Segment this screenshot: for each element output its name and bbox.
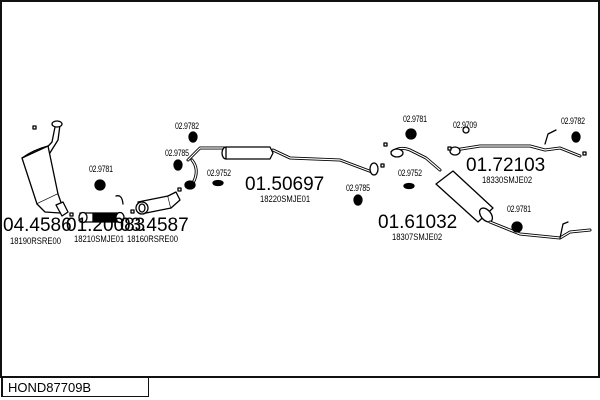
part-number[interactable]: 01.72103 (466, 155, 546, 176)
fitting-number[interactable]: 02.9785 (165, 148, 189, 158)
fitting-number[interactable]: 02.9781 (507, 204, 531, 214)
fitting-number[interactable]: 02.9782 (175, 121, 199, 131)
part-reference: 18210SMJE01 (74, 234, 125, 244)
diagram-id-box: HOND87709B (1, 377, 149, 397)
rear-silencer (390, 146, 592, 240)
fitting-number[interactable]: 02.9782 (561, 116, 585, 126)
part-reference: 18307SMJE02 (392, 232, 443, 242)
part-number[interactable]: 04.4586 (3, 215, 72, 236)
fitting-number[interactable]: 02.9781 (89, 164, 113, 174)
fitting-number[interactable]: 02.9752 (207, 168, 231, 178)
part-reference: 18160RSRE00 (127, 234, 179, 244)
front-pipe (78, 195, 125, 224)
fitting-number[interactable]: 02.9781 (403, 114, 427, 124)
fitting-number[interactable]: 02.9752 (398, 168, 422, 178)
diagram-id: HOND87709B (8, 380, 92, 395)
part-number[interactable]: 01.61032 (378, 212, 458, 233)
part-reference: 18220SMJE01 (260, 194, 311, 204)
fitting-number[interactable]: 02.9785 (346, 183, 370, 193)
diagram-frame (0, 0, 600, 378)
part-number[interactable]: 01.50697 (245, 174, 325, 195)
part-number[interactable]: 01.20083 (66, 215, 146, 236)
tail-pipe (447, 129, 587, 158)
catalytic-converter-middle (135, 187, 182, 215)
part-number[interactable]: 03.4587 (120, 215, 189, 236)
part-reference: 18330SMJE02 (482, 175, 533, 185)
middle-silencer-pipe (186, 146, 385, 185)
part-reference: 18190RSRE00 (10, 236, 62, 246)
fittings (32, 125, 581, 233)
fitting-number[interactable]: 02.9709 (453, 120, 477, 130)
catalytic-converter-left (21, 120, 69, 217)
